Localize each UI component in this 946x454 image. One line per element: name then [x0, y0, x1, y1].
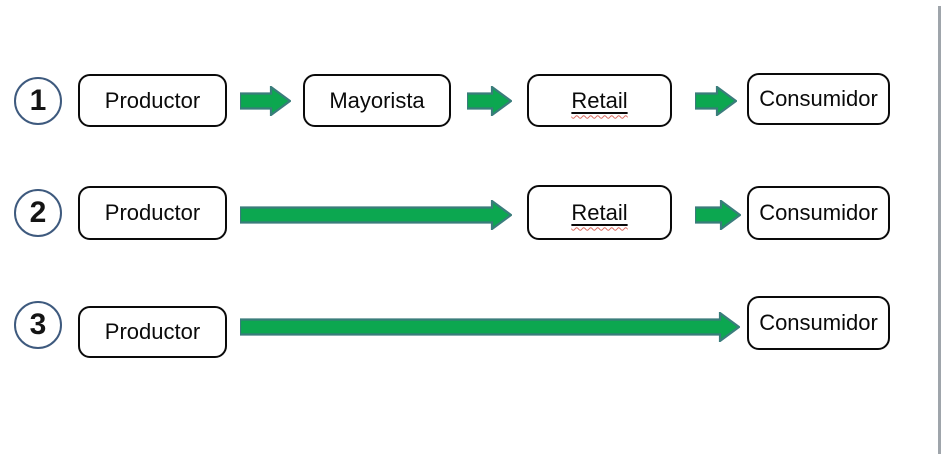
box-label: Retail — [571, 87, 628, 113]
box-label: Mayorista — [329, 87, 425, 113]
box-productor-row1: Productor — [78, 74, 227, 127]
flow-arrow-icon — [240, 86, 291, 116]
step-number-label: 2 — [29, 196, 47, 229]
box-consumidor-row2: Consumidor — [747, 186, 890, 240]
step-number-label: 3 — [29, 308, 47, 341]
spellcheck-squiggle: Retail — [571, 200, 627, 226]
box-label: Productor — [104, 319, 201, 344]
box-label: Retail — [571, 199, 628, 225]
box-mayorista-row1: Mayorista — [303, 74, 451, 127]
step-number-circle-1: 1 — [14, 77, 62, 125]
spellcheck-squiggle: Retail — [571, 88, 627, 114]
box-consumidor-row1: Consumidor — [747, 73, 890, 125]
flow-arrow-icon-long — [240, 312, 740, 342]
step-number-circle-2: 2 — [14, 189, 62, 237]
flow-arrow-icon — [695, 86, 737, 116]
flow-arrow-icon — [695, 200, 741, 230]
step-number-label: 1 — [29, 84, 47, 117]
box-label: Consumidor — [759, 200, 878, 225]
flow-arrow-icon — [467, 86, 512, 116]
page-edge-divider — [938, 6, 941, 454]
box-productor-row2: Productor — [78, 186, 227, 240]
box-productor-row3: Productor — [78, 306, 227, 358]
box-label: Productor — [104, 87, 201, 113]
box-retail-row1: Retail — [527, 74, 672, 127]
step-number-circle-3: 3 — [14, 301, 62, 349]
box-retail-row2: Retail — [527, 185, 672, 240]
box-consumidor-row3: Consumidor — [747, 296, 890, 350]
box-label: Consumidor — [759, 86, 878, 111]
flow-arrow-icon-long — [240, 200, 512, 230]
box-label: Consumidor — [759, 310, 878, 335]
box-label: Productor — [104, 200, 201, 225]
